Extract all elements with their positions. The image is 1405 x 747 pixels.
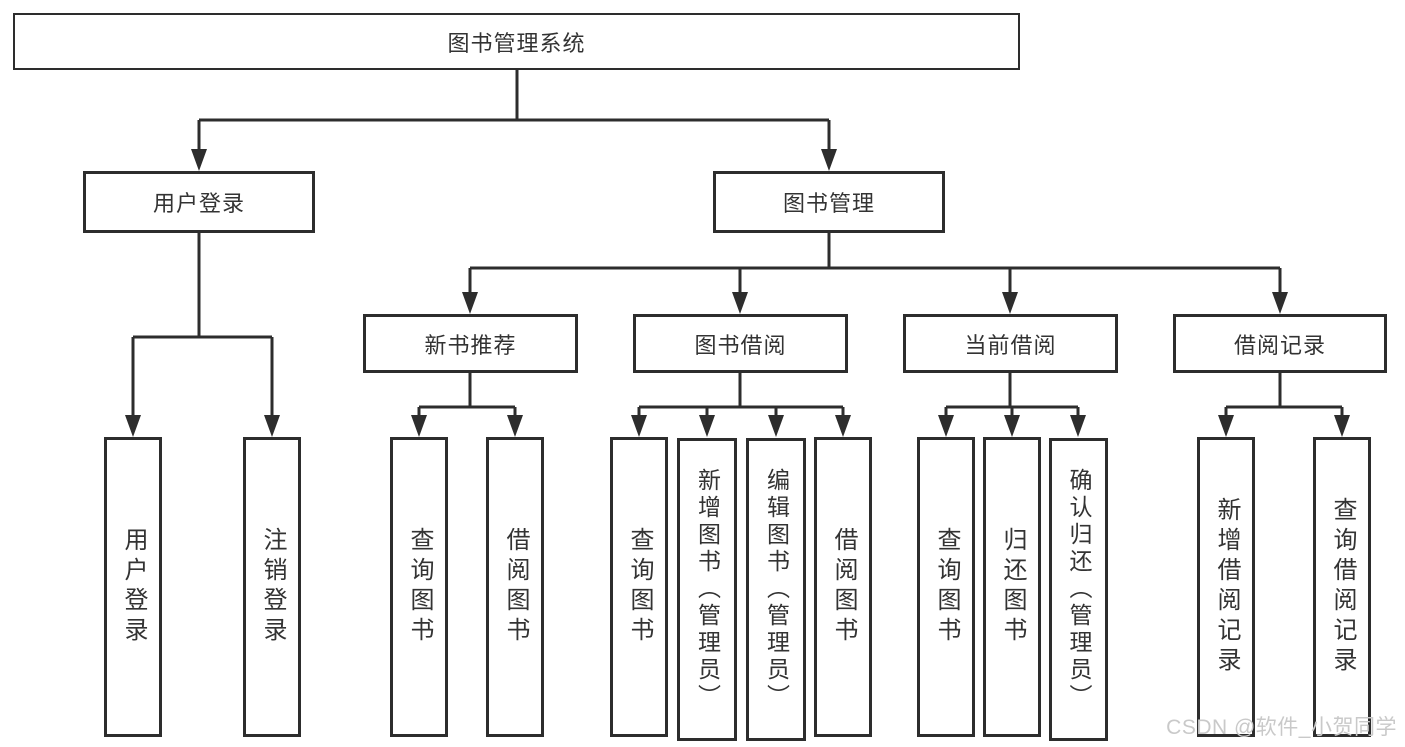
node-book-borrow: 图书借阅	[633, 314, 848, 373]
leaf-borrow-books-2: 借阅图书	[814, 437, 872, 737]
node-user-login-label: 用户登录	[152, 191, 245, 216]
leaf-return-book: 归还图书	[983, 437, 1041, 737]
leaf-query-books-2: 查询图书	[610, 437, 668, 737]
leaf-edit-book-admin-label: 编辑图书（管理员）	[763, 468, 790, 711]
node-new-book-recommend: 新书推荐	[363, 314, 578, 373]
leaf-query-books-1-label: 查询图书	[406, 527, 433, 647]
leaf-user-login: 用户登录	[104, 437, 162, 737]
leaf-borrow-books-2-label: 借阅图书	[830, 527, 857, 647]
node-user-login: 用户登录	[83, 171, 315, 233]
csdn-watermark: CSDN @软件_小贺同学	[1166, 716, 1397, 739]
node-borrow-records-label: 借阅记录	[1233, 332, 1326, 358]
leaf-query-borrow-record: 查询借阅记录	[1313, 437, 1371, 737]
node-current-borrow-label: 当前借阅	[964, 332, 1057, 358]
leaf-query-books-1: 查询图书	[390, 437, 448, 737]
leaf-return-book-label: 归还图书	[999, 527, 1026, 647]
leaf-query-books-3: 查询图书	[917, 437, 975, 737]
leaf-confirm-return-admin: 确认归还（管理员）	[1049, 438, 1108, 741]
leaf-user-login-label: 用户登录	[120, 527, 147, 647]
leaf-add-borrow-record: 新增借阅记录	[1197, 437, 1255, 737]
node-root: 图书管理系统	[13, 13, 1020, 70]
node-borrow-records: 借阅记录	[1173, 314, 1387, 373]
leaf-add-book-admin: 新增图书（管理员）	[677, 438, 737, 741]
node-book-management: 图书管理	[713, 171, 945, 233]
node-new-book-recommend-label: 新书推荐	[424, 332, 517, 358]
leaf-borrow-books-1: 借阅图书	[486, 437, 544, 737]
leaf-edit-book-admin: 编辑图书（管理员）	[746, 438, 806, 741]
leaf-add-borrow-record-label: 新增借阅记录	[1213, 497, 1240, 677]
node-root-label: 图书管理系统	[447, 30, 586, 56]
node-current-borrow: 当前借阅	[903, 314, 1118, 373]
leaf-query-books-3-label: 查询图书	[933, 527, 960, 647]
leaf-borrow-books-1-label: 借阅图书	[502, 527, 529, 647]
leaf-confirm-return-admin-label: 确认归还（管理员）	[1066, 468, 1092, 711]
node-book-management-label: 图书管理	[782, 191, 875, 216]
leaf-query-books-2-label: 查询图书	[626, 527, 653, 647]
leaf-logout-label: 注销登录	[259, 527, 286, 647]
leaf-add-book-admin-label: 新增图书（管理员）	[694, 468, 721, 711]
leaf-logout: 注销登录	[243, 437, 301, 737]
leaf-query-borrow-record-label: 查询借阅记录	[1329, 497, 1356, 677]
node-book-borrow-label: 图书借阅	[694, 332, 787, 358]
